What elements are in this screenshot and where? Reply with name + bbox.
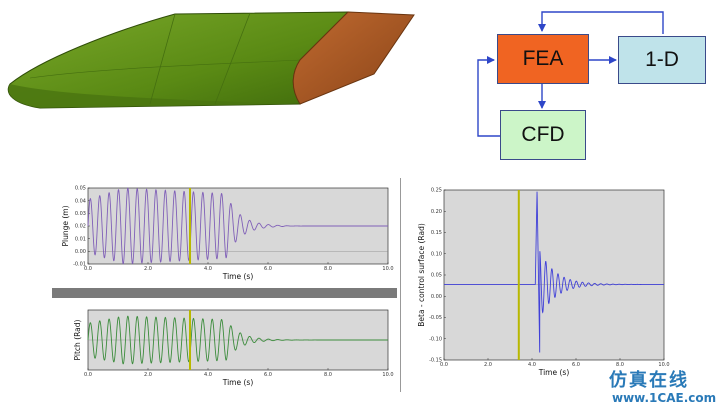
beta-ytick-label: -0.15 <box>429 358 442 364</box>
plunge-ytick-label: 0.00 <box>75 249 86 255</box>
plunge-series-line <box>87 187 388 265</box>
pitch-xtick-label: 6.0 <box>264 372 272 378</box>
plunge-ytick-label: -0.01 <box>73 262 86 268</box>
beta-ytick-label: 0.00 <box>431 294 442 300</box>
pitch-series-line <box>87 315 388 365</box>
arrow-1d-to-fea <box>538 11 664 34</box>
pitch-xlabel: Time (s) <box>222 378 254 387</box>
panel-divider-bar <box>52 288 397 298</box>
pitch-xtick-label: 0.0 <box>84 372 92 378</box>
pitch-ylabel: Pitch (Rad) <box>73 319 82 360</box>
pitch-xtick-label: 8.0 <box>324 372 332 378</box>
plunge-ytick-label: 0.02 <box>75 224 86 230</box>
beta-ytick-label: 0.10 <box>431 251 442 257</box>
beta-xtick-label: 6.0 <box>572 362 580 368</box>
plunge-xtick-label: 10.0 <box>382 266 393 272</box>
plunge-plot-frame: 0.0 2.0 4.0 6.0 8.0 10.0 0.05 0.04 0.03 0.02 0.01 0… <box>52 178 397 286</box>
beta-ytick-label: 0.05 <box>431 273 442 279</box>
node-cfd: CFD <box>500 110 586 160</box>
wing-rendering <box>8 11 415 109</box>
beta-ytick-label: -0.05 <box>429 315 442 321</box>
pitch-xtick-label: 10.0 <box>382 372 393 378</box>
plunge-ytick-label: 0.05 <box>75 186 86 192</box>
control-surface <box>292 11 415 105</box>
beta-plot-frame: 0.0 2.0 4.0 6.0 8.0 10.0 0.25 0.20 0.15 0.10 0.05 0… <box>404 178 680 390</box>
beta-xtick-label: 2.0 <box>484 362 492 368</box>
pitch-xtick-label: 2.0 <box>144 372 152 378</box>
beta-series-line <box>444 191 664 353</box>
plunge-xtick-label: 0.0 <box>84 266 92 272</box>
node-fea: FEA <box>497 34 589 84</box>
beta-ylabel: Beta - control surface (Rad) <box>417 223 426 327</box>
beta-ytick-label: -0.10 <box>429 336 442 342</box>
beta-xtick-label: 8.0 <box>616 362 624 368</box>
plunge-xlabel: Time (s) <box>222 272 254 281</box>
beta-xtick-label: 10.0 <box>658 362 669 368</box>
plunge-plot: 0.0 2.0 4.0 6.0 8.0 10.0 0.05 0.04 0.03 0.02 0.01 0… <box>61 186 394 281</box>
beta-plot-area <box>443 189 665 361</box>
plunge-xtick-label: 2.0 <box>144 266 152 272</box>
beta-xtick-label: 0.0 <box>440 362 448 368</box>
plunge-ylabel: Plunge (m) <box>61 205 70 246</box>
pitch-xtick-label: 4.0 <box>204 372 212 378</box>
plunge-ytick-label: 0.03 <box>75 211 86 217</box>
plunge-xtick-label: 4.0 <box>204 266 212 272</box>
beta-xtick-label: 4.0 <box>528 362 536 368</box>
beta-plot: 0.0 2.0 4.0 6.0 8.0 10.0 0.25 0.20 0.15 0.10 0.05 0… <box>417 188 670 377</box>
plunge-ytick-label: 0.01 <box>75 236 86 242</box>
beta-xlabel: Time (s) <box>538 368 570 377</box>
watermark-cn: 仿真在线 <box>609 370 689 391</box>
beta-ytick-label: 0.25 <box>431 188 442 194</box>
watermark-url: www.1CAE.com <box>612 391 717 405</box>
beta-ytick-label: 0.15 <box>431 230 442 236</box>
plunge-xtick-label: 6.0 <box>264 266 272 272</box>
beta-ytick-label: 0.20 <box>431 209 442 215</box>
diagram-arrows <box>477 11 664 137</box>
node-1d: 1-D <box>618 36 706 84</box>
vertical-divider <box>400 178 401 392</box>
plunge-xtick-label: 8.0 <box>324 266 332 272</box>
plunge-ytick-label: 0.04 <box>75 198 86 204</box>
arrow-cfd-to-fea <box>477 56 500 137</box>
